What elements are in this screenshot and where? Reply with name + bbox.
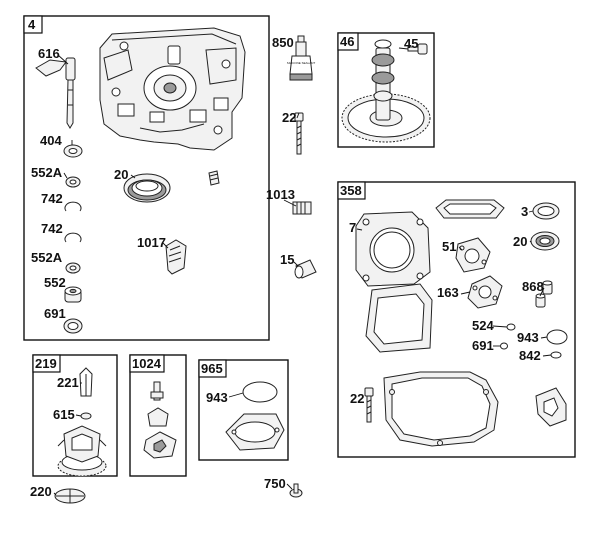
part-943-oring — [546, 329, 568, 345]
part-15-plug — [294, 259, 317, 279]
part-691-seal — [63, 318, 83, 334]
label-404: 404 — [40, 133, 62, 148]
governor-group: 219 — [32, 354, 118, 477]
label-22-2: 22 — [350, 391, 364, 406]
part-45-pin — [407, 43, 428, 55]
valve-cover-gasket — [435, 199, 505, 219]
rocker-cover-gasket — [365, 283, 433, 353]
label-15: 15 — [280, 252, 294, 267]
crankcase-body — [99, 27, 246, 151]
part-51-gasket — [455, 237, 491, 273]
crankcase-group: 4 — [23, 15, 270, 341]
camshaft-gear — [341, 39, 431, 143]
label-750: 750 — [264, 476, 286, 491]
part-20-oil-seal — [123, 173, 171, 203]
part-22-bolt — [294, 112, 304, 155]
crankcase-group-tag: 4 — [28, 17, 36, 32]
label-552a-1: 552A — [31, 165, 63, 180]
label-221: 221 — [57, 375, 79, 390]
label-22-1: 22 — [282, 110, 296, 125]
seal-kit-gasket — [225, 413, 285, 451]
part-850-sealant-tube: SILICONE SEALANT — [287, 35, 316, 81]
part-1013-sleeve — [292, 201, 312, 215]
part-1017-filter — [165, 239, 187, 275]
label-850: 850 — [272, 35, 294, 50]
part-842-washer — [550, 351, 562, 359]
part-616-governor-shaft — [35, 57, 76, 129]
label-615: 615 — [53, 407, 75, 422]
part-750-screw — [289, 483, 303, 498]
gasket-set-group-tag: 358 — [340, 183, 362, 198]
breather-gasket — [535, 387, 567, 427]
label-943-2: 943 — [206, 390, 228, 405]
label-868: 868 — [522, 279, 544, 294]
part-3-seal — [532, 202, 560, 220]
governor-gear — [57, 425, 107, 477]
part-220-disc — [54, 488, 86, 504]
part-691-seal-2 — [500, 342, 508, 350]
part-221-pin — [79, 367, 93, 397]
part-404-washer — [63, 144, 83, 158]
label-20-1: 20 — [114, 167, 128, 182]
part-7-head-gasket — [355, 211, 431, 287]
camshaft-group-tag: 46 — [340, 34, 354, 49]
label-691-1: 691 — [44, 306, 66, 321]
label-1013: 1013 — [266, 187, 295, 202]
crankcase-gasket — [383, 371, 499, 447]
label-691-2: 691 — [472, 338, 494, 353]
gasket-set-group: 358 — [337, 181, 576, 458]
label-742-2: 742 — [41, 221, 63, 236]
part-943-oring-2 — [242, 381, 278, 403]
crankcase-plug — [208, 170, 220, 186]
part-742-clip-2 — [64, 232, 82, 243]
label-943-1: 943 — [517, 330, 539, 345]
part-615-washer — [80, 412, 92, 420]
label-742-1: 742 — [41, 191, 63, 206]
tube-text: SILICONE SEALANT — [287, 61, 316, 65]
label-552: 552 — [44, 275, 66, 290]
camshaft-group: 46 — [337, 32, 435, 148]
seal-kit-group-tag: 965 — [201, 361, 223, 376]
label-45: 45 — [404, 36, 418, 51]
label-552a-2: 552A — [31, 250, 63, 265]
label-3: 3 — [521, 204, 528, 219]
governor-group-tag: 219 — [35, 356, 57, 371]
part-552-bushing — [64, 286, 82, 303]
leader-lines — [53, 47, 552, 496]
label-1017: 1017 — [137, 235, 166, 250]
part-22-bolt-2 — [364, 387, 374, 423]
seal-kit-group: 965 — [198, 359, 289, 461]
breather-group-tag: 1024 — [132, 356, 162, 371]
label-20-2: 20 — [513, 234, 527, 249]
label-524: 524 — [472, 318, 494, 333]
label-51: 51 — [442, 239, 456, 254]
part-20-seal — [530, 231, 560, 251]
label-163: 163 — [437, 285, 459, 300]
part-524-oring — [506, 323, 516, 331]
label-220: 220 — [30, 484, 52, 499]
label-616: 616 — [38, 46, 60, 61]
part-742-clip — [64, 201, 82, 212]
part-552a-washer — [65, 176, 81, 188]
breather-group: 1024 — [129, 354, 187, 477]
part-552a-washer-2 — [65, 262, 81, 274]
breather-valve — [143, 381, 177, 459]
part-163-gasket — [467, 275, 503, 309]
label-842: 842 — [519, 348, 541, 363]
label-7: 7 — [349, 220, 356, 235]
